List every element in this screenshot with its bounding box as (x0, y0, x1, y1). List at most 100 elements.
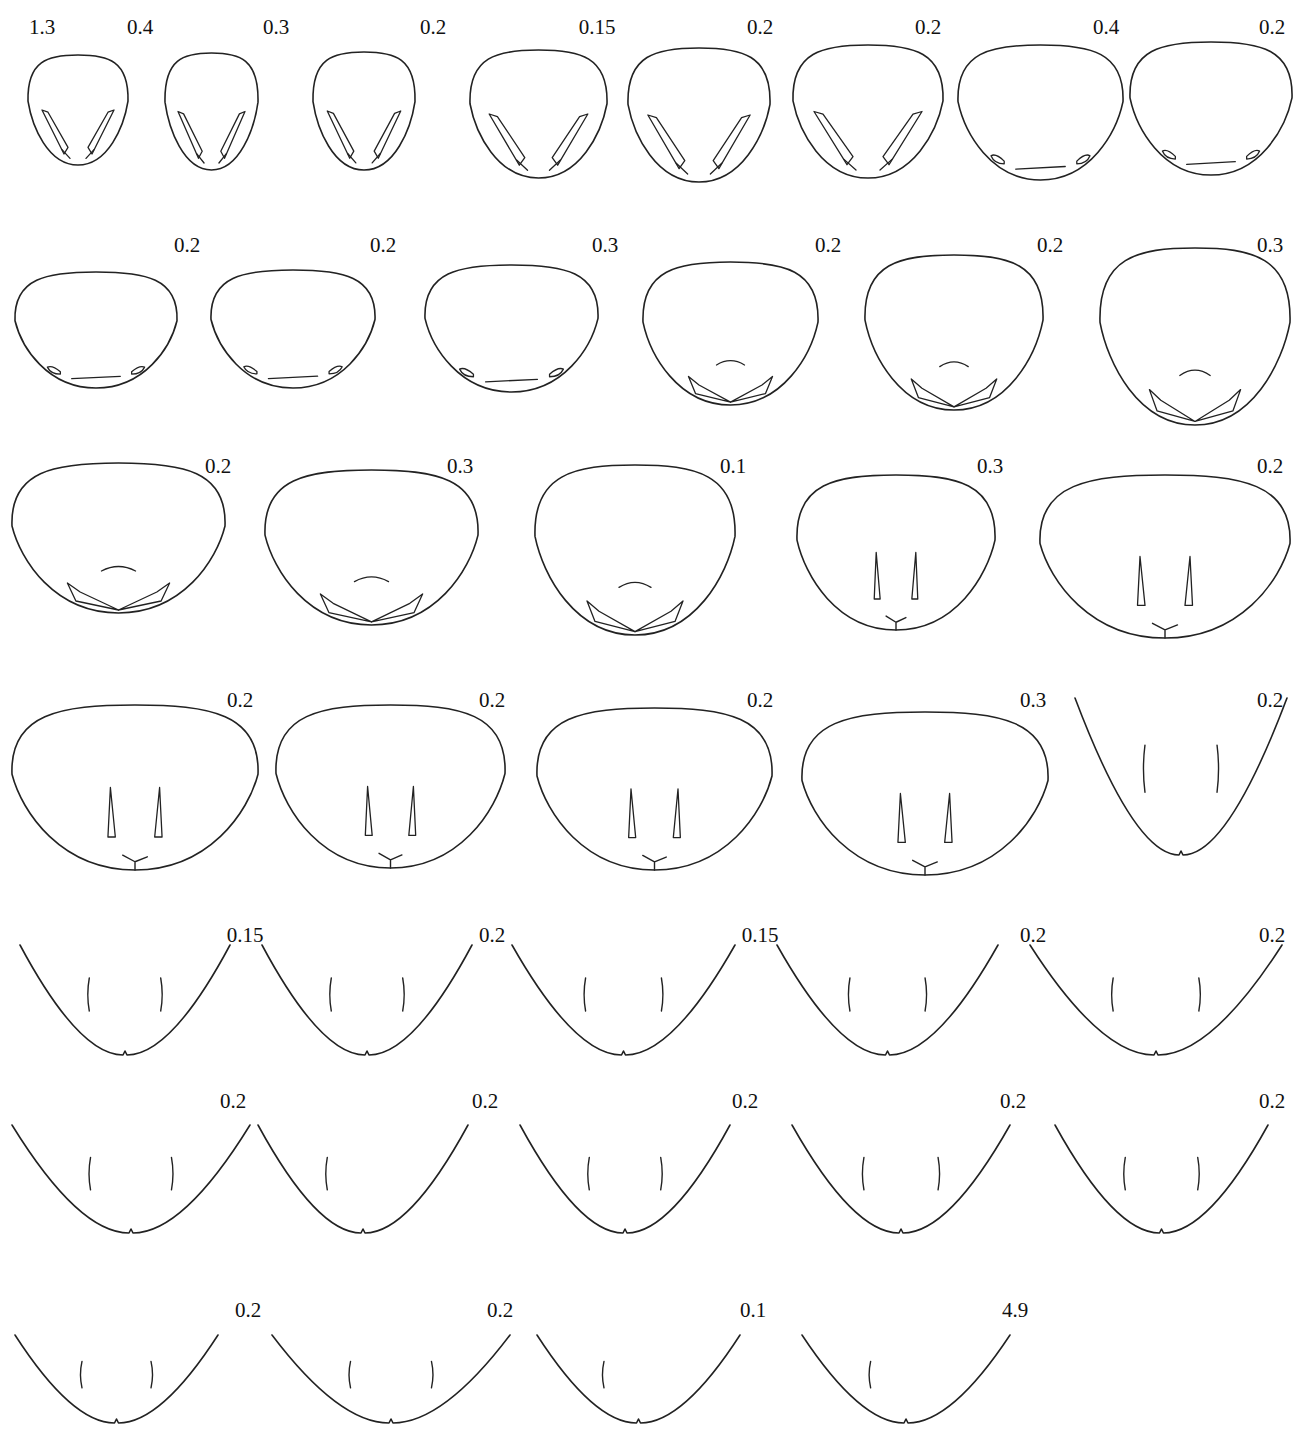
section-line (1162, 150, 1175, 159)
section-line (326, 1157, 328, 1189)
interval-number: 0.2 (732, 1091, 758, 1112)
section-line (689, 376, 731, 402)
section-line (1185, 557, 1193, 606)
section-line (676, 163, 687, 174)
section-line (460, 369, 474, 377)
interval-number: 4.9 (1002, 1300, 1028, 1321)
section-line (1138, 557, 1146, 606)
section-line (403, 978, 405, 1011)
section-line (42, 110, 68, 154)
interval-number: 0.2 (747, 690, 773, 711)
section-line (588, 1157, 590, 1189)
section-line (520, 1125, 730, 1233)
section-line (848, 978, 850, 1011)
section-line (62, 150, 70, 159)
section-line (244, 366, 257, 374)
section-line (1130, 42, 1292, 175)
section-line (629, 789, 636, 838)
section-line (28, 55, 128, 165)
section-line (792, 1125, 1010, 1233)
section-line (940, 362, 968, 367)
section-line (802, 1335, 1010, 1423)
section-line (313, 52, 415, 170)
section-line (635, 601, 683, 632)
section-line (1143, 745, 1145, 792)
section-line (552, 114, 588, 165)
section-line (945, 794, 952, 843)
section-line (86, 150, 94, 159)
section-line (862, 1157, 864, 1189)
section-line (797, 475, 995, 630)
section-line (550, 369, 564, 377)
section-line (844, 159, 856, 170)
section-line (161, 978, 163, 1011)
section-line (717, 361, 745, 365)
interval-number: 0.2 (1259, 925, 1285, 946)
section-line (991, 155, 1004, 164)
interval-number: 0.15 (227, 925, 264, 946)
section-line (1055, 1125, 1268, 1233)
interval-number: 0.2 (370, 235, 396, 256)
section-line (619, 582, 651, 587)
section-line (958, 45, 1123, 180)
interval-number: 0.2 (487, 1300, 513, 1321)
section-line (268, 376, 317, 378)
section-line (517, 160, 528, 170)
interval-number: 0.1 (720, 456, 746, 477)
section-line (132, 367, 145, 375)
section-line (883, 112, 922, 165)
section-line (1153, 623, 1178, 638)
section-line (912, 553, 918, 600)
section-line (365, 787, 372, 836)
interval-number: 0.2 (915, 17, 941, 38)
section-line (648, 115, 685, 169)
section-line (12, 705, 258, 870)
section-line (221, 112, 245, 159)
section-line (372, 594, 423, 622)
section-line (954, 379, 997, 407)
section-line (329, 366, 342, 374)
section-line (1030, 945, 1282, 1055)
section-line (1199, 978, 1201, 1011)
section-line (549, 160, 560, 170)
section-line (276, 705, 505, 868)
section-line (80, 1361, 82, 1387)
section-line (489, 114, 525, 165)
section-line (197, 154, 204, 163)
section-line (320, 594, 371, 622)
section-line (349, 1361, 351, 1387)
interval-number: 0.3 (592, 235, 618, 256)
section-line (89, 1157, 91, 1189)
interval-number: 0.3 (447, 456, 473, 477)
interval-number: 0.2 (420, 17, 446, 38)
section-line (710, 163, 721, 174)
section-line (938, 1157, 940, 1189)
interval-number: 0.2 (815, 235, 841, 256)
section-line (72, 376, 121, 378)
section-line (512, 945, 735, 1055)
interval-number: 0.2 (747, 17, 773, 38)
section-line (178, 112, 202, 159)
section-line (67, 583, 118, 610)
section-line (171, 1157, 173, 1189)
section-line (537, 708, 772, 870)
section-line (535, 465, 735, 635)
section-line (470, 50, 607, 178)
section-line (1100, 248, 1290, 425)
section-line (15, 1335, 218, 1423)
section-line (12, 463, 225, 613)
interval-number: 0.2 (227, 690, 253, 711)
section-line (584, 978, 586, 1011)
section-line (731, 376, 773, 402)
section-line (886, 616, 906, 630)
section-line (431, 1361, 433, 1387)
section-line (802, 712, 1048, 875)
section-line (211, 270, 375, 388)
section-line (869, 1361, 871, 1387)
section-line (374, 111, 401, 158)
interval-number: 0.15 (579, 17, 616, 38)
section-line (1195, 390, 1241, 422)
interval-number: 0.2 (174, 235, 200, 256)
section-line (1149, 390, 1195, 422)
